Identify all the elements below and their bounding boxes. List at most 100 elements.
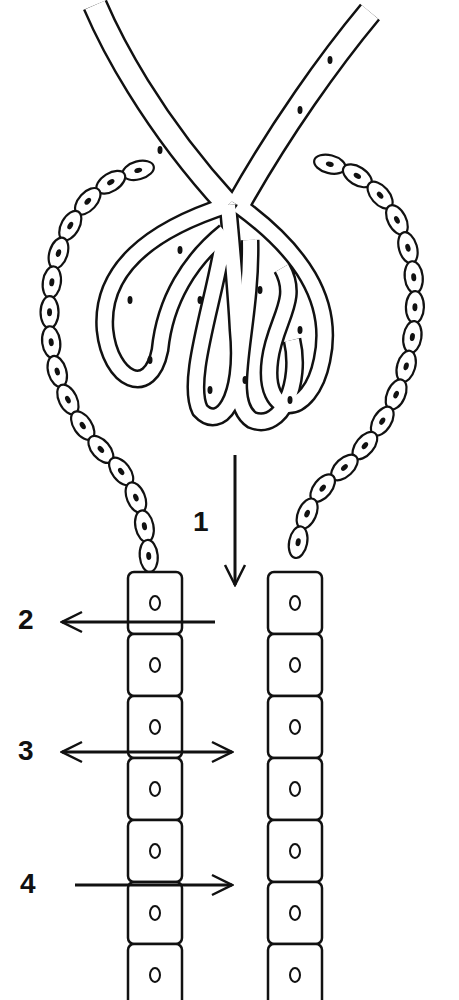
cell-outline — [395, 230, 421, 266]
cell-outline — [393, 348, 419, 384]
cell-nucleus — [404, 243, 411, 252]
cell-nucleus — [290, 906, 300, 920]
cell-nucleus — [325, 161, 334, 168]
endothelial-nucleus — [298, 106, 303, 114]
cell-outline — [268, 758, 322, 820]
cell-outline — [286, 525, 310, 560]
cell-nucleus — [150, 596, 160, 610]
callout-number: 3 — [18, 737, 34, 765]
cell-outline — [44, 354, 70, 390]
cell-nucleus — [412, 303, 417, 311]
cuboidal-cell — [128, 944, 182, 1000]
squamous-cell — [40, 325, 62, 359]
cell-nucleus — [54, 367, 61, 376]
cell-nucleus — [150, 844, 160, 858]
squamous-cell — [132, 509, 156, 544]
cell-outline — [312, 152, 347, 177]
squamous-cell — [393, 348, 419, 384]
cell-nucleus — [290, 968, 300, 982]
squamous-cell — [286, 525, 310, 560]
cell-nucleus — [64, 395, 72, 404]
cell-outline — [405, 291, 424, 323]
cell-outline — [132, 509, 156, 544]
cell-nucleus — [411, 273, 417, 282]
cell-outline — [128, 758, 182, 820]
cell-nucleus — [134, 167, 143, 174]
squamous-cell — [403, 260, 424, 294]
cell-outline — [268, 820, 322, 882]
cell-nucleus — [303, 509, 311, 518]
cuboidal-cell — [128, 820, 182, 882]
cell-nucleus — [150, 720, 160, 734]
cell-nucleus — [360, 441, 369, 450]
cell-outline — [268, 572, 322, 634]
cell-nucleus — [83, 197, 92, 206]
capsule-cells — [286, 152, 424, 560]
cell-nucleus — [392, 390, 400, 399]
cell-outline — [268, 696, 322, 758]
cell-nucleus — [66, 221, 74, 230]
cell-nucleus — [353, 172, 362, 180]
cuboidal-cell — [268, 696, 322, 758]
endothelial-nucleus — [298, 326, 303, 334]
squamous-cell — [395, 230, 421, 266]
cell-nucleus — [290, 596, 300, 610]
squamous-cell — [40, 296, 58, 328]
squamous-cell — [138, 539, 159, 572]
cell-nucleus — [290, 720, 300, 734]
callout-number: 1 — [193, 508, 209, 536]
cuboidal-cell — [268, 944, 322, 1000]
cell-nucleus — [47, 308, 52, 316]
cell-nucleus — [146, 552, 152, 560]
cuboidal-cell — [268, 882, 322, 944]
cell-nucleus — [78, 421, 87, 430]
cell-nucleus — [150, 968, 160, 982]
cell-outline — [122, 479, 151, 515]
cell-nucleus — [132, 493, 140, 502]
exchange-arrow — [62, 751, 232, 754]
glomerulus-capillaries — [95, 5, 370, 422]
cell-outline — [128, 944, 182, 1000]
cell-nucleus — [393, 215, 401, 224]
endothelial-nucleus — [243, 376, 248, 384]
cuboidal-cell — [268, 758, 322, 820]
callout-number: 4 — [20, 870, 36, 898]
cuboidal-cell — [128, 882, 182, 944]
cell-nucleus — [409, 333, 415, 342]
cell-outline — [128, 572, 182, 634]
cell-outline — [128, 882, 182, 944]
cell-nucleus — [295, 538, 301, 547]
cell-nucleus — [48, 338, 54, 347]
reabsorption-arrow — [62, 621, 215, 624]
cuboidal-cell — [268, 820, 322, 882]
secretion-arrow — [75, 884, 232, 887]
squamous-cell — [44, 354, 70, 390]
cell-outline — [138, 539, 159, 572]
cell-outline — [41, 265, 63, 299]
cell-nucleus — [403, 362, 410, 371]
endothelial-nucleus — [198, 296, 203, 304]
cuboidal-cell — [128, 572, 182, 634]
cell-outline — [268, 634, 322, 696]
endothelial-nucleus — [258, 286, 263, 294]
flow-arrows — [62, 455, 235, 885]
endothelial-nucleus — [148, 356, 153, 364]
cell-nucleus — [150, 782, 160, 796]
cell-nucleus — [290, 844, 300, 858]
endothelial-nucleus — [208, 386, 213, 394]
filtration-arrow — [234, 455, 237, 585]
capillary-lumen — [239, 240, 295, 422]
cell-outline — [128, 820, 182, 882]
cell-nucleus — [55, 249, 62, 258]
callout-number: 2 — [18, 606, 34, 634]
cell-nucleus — [290, 658, 300, 672]
cell-outline — [401, 320, 423, 354]
cell-outline — [128, 696, 182, 758]
cell-outline — [40, 325, 62, 359]
endothelial-nucleus — [288, 396, 293, 404]
cell-outline — [268, 882, 322, 944]
cell-nucleus — [318, 483, 327, 492]
cuboidal-cell — [128, 634, 182, 696]
cell-outline — [40, 296, 58, 328]
squamous-cell — [401, 320, 423, 354]
